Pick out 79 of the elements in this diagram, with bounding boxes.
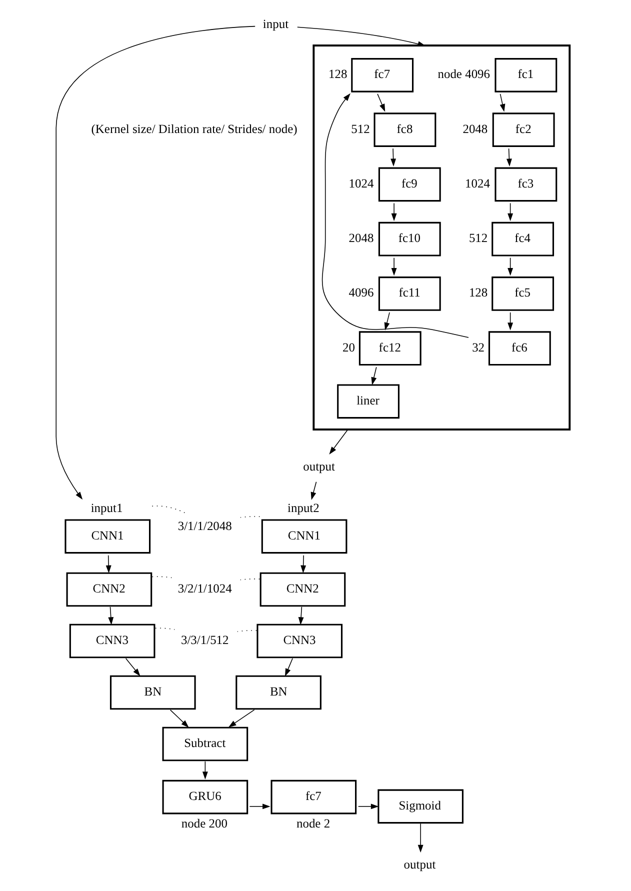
node-box: liner <box>336 384 399 419</box>
node-label: input2 <box>287 501 319 516</box>
node-box: GRU6 <box>162 780 248 814</box>
arrow <box>298 606 304 625</box>
node-box: fc2 <box>492 112 554 147</box>
node-label: 4096 <box>348 286 374 300</box>
node-text: output <box>403 858 436 872</box>
node-box: fc12 <box>358 331 421 366</box>
node-box: CNN3 <box>256 624 342 658</box>
node-label: 1024 <box>348 176 374 190</box>
arrow <box>390 257 396 276</box>
node-box: CNN1 <box>260 519 347 554</box>
node-label: 128 <box>468 286 488 300</box>
node-box: fc6 <box>488 331 550 366</box>
arrow <box>124 658 140 676</box>
node-label: input1 <box>90 501 122 516</box>
arrow <box>384 312 390 330</box>
arrow <box>169 710 188 728</box>
node-label: 1024 <box>464 176 490 190</box>
node-label: 512 <box>350 122 370 136</box>
node-box: fc7 <box>350 58 414 92</box>
arrow <box>370 366 376 386</box>
node-text: input <box>262 17 288 32</box>
node-label: 512 <box>468 231 488 246</box>
arrow <box>202 761 208 780</box>
node-label: node 200 <box>180 816 227 830</box>
node-label: 2048 <box>348 231 374 246</box>
node-text: 3/3/1/512 <box>180 632 228 647</box>
node-box: fc8 <box>373 112 436 147</box>
node-box: BN <box>235 675 321 710</box>
arrow <box>507 257 513 276</box>
node-label: 20 <box>342 340 355 354</box>
node-box: CNN2 <box>66 572 152 607</box>
arrow <box>507 202 513 222</box>
arrow <box>55 26 255 500</box>
cluster <box>312 44 570 430</box>
node-box: CNN2 <box>259 572 346 607</box>
connector <box>151 506 186 514</box>
arrow <box>357 804 378 810</box>
arrow <box>310 482 316 500</box>
arrow <box>248 804 270 810</box>
node-box: fc5 <box>491 276 554 311</box>
arrow <box>376 94 385 112</box>
node-box: CNN3 <box>68 624 155 658</box>
node-box: fc3 <box>494 167 557 202</box>
node-box: fc4 <box>491 222 554 256</box>
node-label: 32 <box>472 340 484 354</box>
node-box: fc7 <box>270 780 356 814</box>
node-box: fc1 <box>494 58 557 92</box>
arrow <box>284 658 292 676</box>
arrow <box>417 823 423 853</box>
node-box: fc9 <box>378 167 440 202</box>
arrow <box>390 148 396 167</box>
node-label: node 2 <box>296 816 330 830</box>
node-box: Sigmoid <box>377 789 463 824</box>
arrow <box>108 606 114 625</box>
node-text: output <box>302 460 334 474</box>
arrow <box>507 312 513 330</box>
node-box: fc11 <box>378 276 440 311</box>
node-label: 128 <box>328 67 347 82</box>
node-text: 3/1/1/2048 <box>177 519 232 534</box>
arrow <box>300 555 306 574</box>
node-text: 3/2/1/1024 <box>177 581 232 596</box>
node-label: 2048 <box>462 122 488 136</box>
arrow <box>499 94 505 112</box>
arrow <box>296 26 426 47</box>
node-label: node 4096 <box>437 67 490 82</box>
arrow <box>321 93 468 338</box>
arrow <box>228 709 254 728</box>
node-box: BN <box>109 675 196 710</box>
arrow <box>328 429 348 455</box>
label: (Kernel size/ Dilation rate/ Strides/ node) <box>90 122 297 136</box>
arrow <box>105 555 111 574</box>
node-box: CNN1 <box>64 519 150 554</box>
node-box: fc10 <box>378 222 440 256</box>
node-box: Subtract <box>162 726 248 762</box>
connector <box>240 516 260 518</box>
arrow <box>506 148 512 167</box>
arrow <box>390 202 396 222</box>
